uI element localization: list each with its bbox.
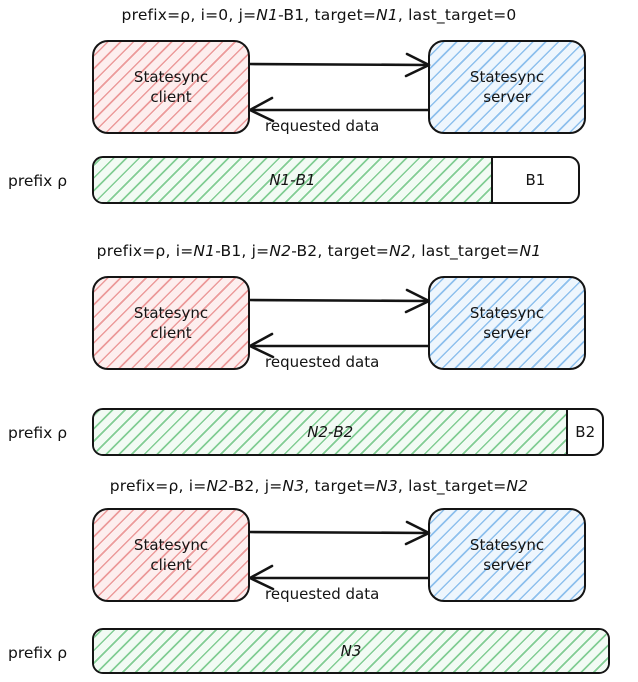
bar-segment-synced-3: N3 [94,630,608,672]
requested-data-label-3: requested data [265,585,380,603]
bar-segment-remaining-1: B1 [490,158,578,202]
prefix-bar-3[interactable]: N3 [92,628,610,674]
prefix-label-3: prefix ρ [8,644,68,662]
bar-segment-label-1b: B1 [525,171,546,189]
bar-segment-label-1a: N1-B1 [269,171,316,189]
bar-segment-remaining-2: B2 [566,410,602,454]
bar-segment-synced-2: N2-B2 [94,410,567,454]
bar-segment-label-2b: B2 [575,423,596,441]
bar-segment-label-3a: N3 [340,642,362,660]
prefix-bar-row-1: prefix ρ N1-B1 B1 [0,156,638,208]
bar-segment-synced-1: N1-B1 [94,158,491,202]
round-caption-2: prefix=ρ, i=N1-B1, j=N2-B2, target=N2, l… [96,242,542,260]
requested-data-label-2: requested data [265,353,380,371]
prefix-bar-2[interactable]: N2-B2 B2 [92,408,604,456]
prefix-label-2: prefix ρ [8,424,68,442]
prefix-bar-1[interactable]: N1-B1 B1 [92,156,580,204]
prefix-bar-row-3: prefix ρ N3 [0,628,638,680]
bar-segment-label-2a: N2-B2 [307,423,354,441]
prefix-bar-row-2: prefix ρ N2-B2 B2 [0,408,638,460]
round-caption-1: prefix=ρ, i=0, j=N1-B1, target=N1, last_… [121,6,517,24]
round-caption-3: prefix=ρ, i=N2-B2, j=N3, target=N3, last… [109,477,529,495]
prefix-label-1: prefix ρ [8,172,68,190]
requested-data-label-1: requested data [265,117,380,135]
